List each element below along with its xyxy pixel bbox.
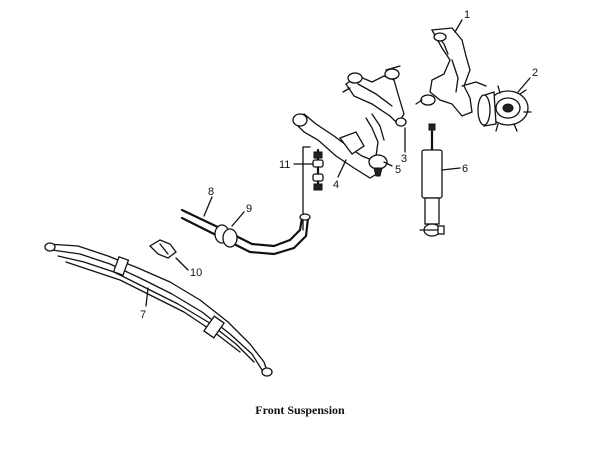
callout-label-8: 8 [208,186,214,198]
lower-control-arm [292,113,385,179]
callout-label-3: 3 [401,153,407,165]
callout-9: 9 [231,203,252,227]
callout-label-5: 5 [395,164,401,176]
callout-label-2: 2 [532,67,538,79]
callout-label-7: 7 [140,309,146,321]
callout-label-6: 6 [462,163,468,175]
figure-caption: Front Suspension [255,403,345,417]
stabilizer-bracket [148,239,177,259]
steering-knuckle [415,27,487,117]
callout-label-4: 4 [333,179,339,191]
callout-5: 5 [383,161,401,176]
callout-6: 6 [441,163,468,175]
upper-control-arm [342,65,407,127]
callout-8: 8 [203,186,214,217]
callout-3: 3 [401,127,407,165]
callout-label-1: 1 [464,9,470,21]
callout-label-9: 9 [246,203,252,215]
callout-10: 10 [175,257,202,279]
callout-2: 2 [517,67,538,93]
ball-joint [368,154,388,177]
callout-11: 11 [279,159,313,171]
callout-4: 4 [333,159,347,191]
callout-label-10: 10 [190,267,202,279]
shock-absorber [419,123,445,237]
callout-7: 7 [140,287,149,321]
stabilizer-bar [180,208,311,256]
callout-label-11: 11 [279,159,290,171]
stabilizer-bushing [214,224,238,248]
leaf-spring [44,242,273,377]
hub-bearing [477,85,532,132]
callout-1: 1 [454,9,470,33]
